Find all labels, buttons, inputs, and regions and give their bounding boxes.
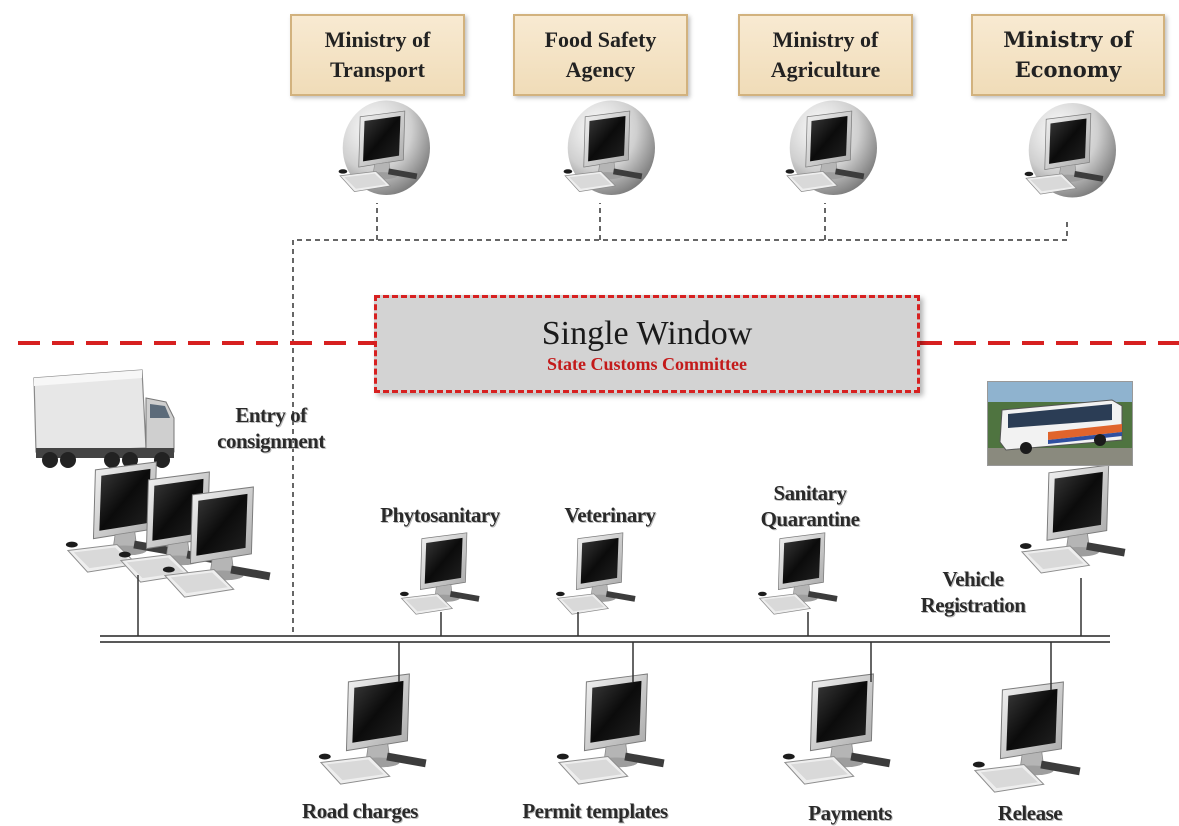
- truck-icon: [33, 369, 175, 468]
- entry-of-consignment-label: Entry of consignment: [217, 403, 325, 453]
- single-window-subtitle: State Customs Committee: [547, 354, 747, 374]
- bus-photo: [987, 381, 1133, 466]
- ministry-agriculture-computer-icon: [786, 100, 877, 195]
- release-label: Release: [997, 801, 1063, 825]
- permit-templates-label: Permit templates: [522, 799, 668, 823]
- phytosanitary-computer-icon: [399, 532, 480, 615]
- payments-computer-icon: [782, 673, 891, 785]
- ministry-agriculture-box: Ministry of Agriculture: [738, 14, 913, 96]
- ministry-economy-box: Ministry of Economy: [971, 14, 1165, 96]
- veterinary-label: Veterinary: [564, 503, 656, 527]
- veterinary-computer-icon: [555, 532, 636, 615]
- single-window-title: Single Window: [541, 315, 753, 352]
- phytosanitary-label: Phytosanitary: [380, 503, 500, 527]
- food-safety-agency-box: Food Safety Agency: [513, 14, 688, 96]
- single-window-box: Single Window State Customs Committee: [374, 295, 920, 393]
- release-computer-icon: [972, 681, 1081, 793]
- ministry-transport-box: Ministry of Transport: [290, 14, 465, 96]
- network-drops: [137, 575, 1082, 690]
- sanitary-quarantine-computer-icon: [757, 532, 838, 615]
- payments-label: Payments: [808, 801, 892, 825]
- permit-templates-computer-icon: [556, 673, 665, 785]
- network-bus: [100, 635, 1110, 643]
- food-safety-computer-icon: [564, 100, 655, 195]
- release-upper-computer-icon: [1019, 464, 1126, 574]
- vehicle-registration-label: Vehicle Registration: [920, 567, 1026, 617]
- road-charges-label: Road charges: [302, 799, 418, 823]
- ministry-transport-computer-icon: [339, 100, 430, 195]
- ministry-network-lines: [292, 203, 1068, 632]
- ministry-economy-computer-icon: [1025, 103, 1116, 198]
- road-charges-computer-icon: [318, 673, 427, 785]
- sanitary-quarantine-label: Sanitary Quarantine: [760, 481, 860, 531]
